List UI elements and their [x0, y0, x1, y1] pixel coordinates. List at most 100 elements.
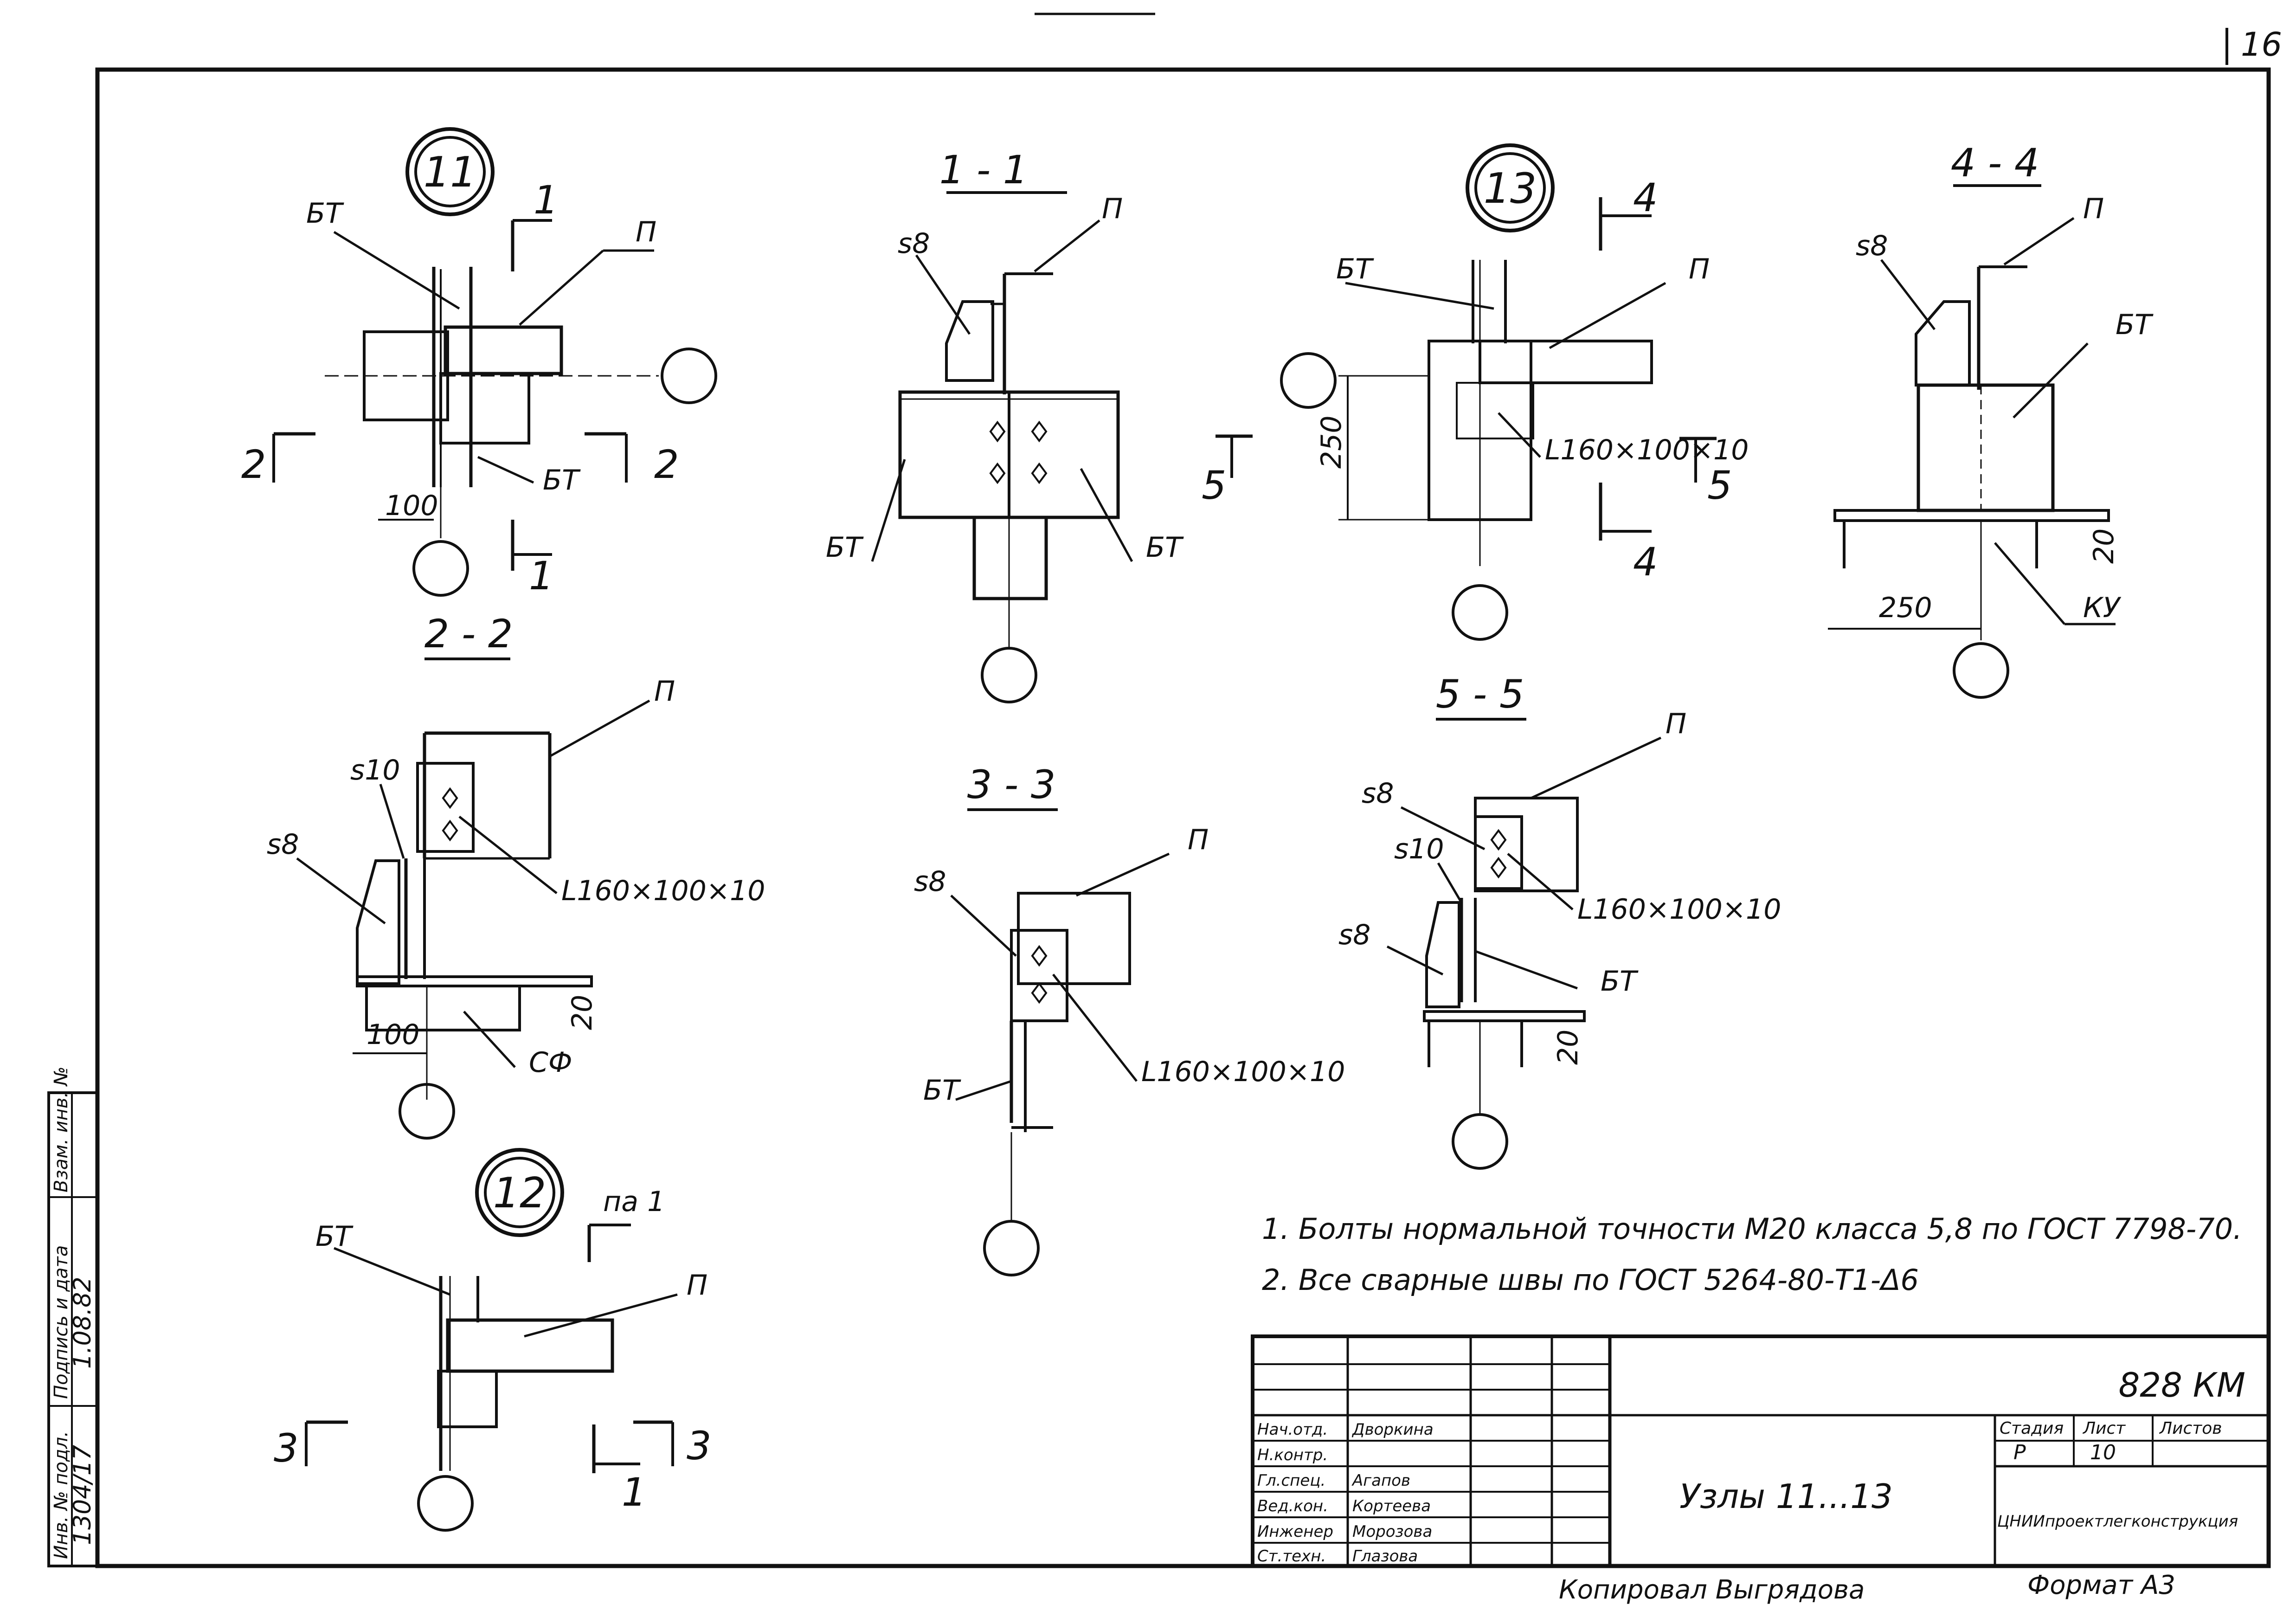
- section-1-1-title: 1 - 1: [939, 147, 1028, 193]
- s33-s8-label: s8: [914, 865, 946, 898]
- s33-angle-label: L160×100×10: [1141, 1056, 1345, 1088]
- s11-bt-left: БТ: [826, 531, 864, 564]
- section-3-3: 3 - 3 П s8 L160×100×10 БТ: [914, 762, 1345, 1276]
- tb-role-5: Ст.техн.: [1257, 1547, 1326, 1566]
- n12-mark-3-left: 3: [274, 1425, 298, 1471]
- n13-bt-label: БТ: [1336, 253, 1374, 285]
- tb-role-4: Инженер: [1257, 1522, 1333, 1541]
- format-label: Формат А3: [2027, 1570, 2175, 1600]
- section-4-4-title: 4 - 4: [1951, 140, 2039, 186]
- note-1: 1. Болты нормальной точности М20 класса …: [1262, 1212, 2242, 1246]
- tb-role-2: Гл.спец.: [1257, 1471, 1325, 1490]
- n12-p-label: П: [687, 1269, 707, 1302]
- side-stamp: Взам. инв. № Подпись и дата Инв. № подл.…: [47, 1066, 99, 1567]
- node-11-number: 11: [424, 148, 477, 197]
- s11-s8-label: s8: [898, 227, 930, 260]
- n13-mark-4-bottom: 4: [1633, 539, 1658, 585]
- copied-by: Копировал Выгрядова: [1559, 1575, 1865, 1605]
- s44-dim-20: 20: [2088, 528, 2120, 564]
- s55-dim-20: 20: [1552, 1030, 1584, 1065]
- s22-sf-label: СФ: [529, 1046, 572, 1079]
- s55-s10-label: s10: [1394, 833, 1444, 865]
- s55-s8-bottom-label: s8: [1338, 919, 1370, 951]
- n12-bt-label: БТ: [315, 1220, 354, 1253]
- s22-s8-label: s8: [267, 828, 299, 861]
- side-inv-label: Инв. № подл.: [51, 1431, 72, 1559]
- tb-role-3: Вед.кон.: [1257, 1497, 1328, 1515]
- n13-mark-5-left: 5: [1202, 463, 1226, 508]
- s55-s8-top-label: s8: [1362, 777, 1394, 810]
- n11-mark-2-left: 2: [241, 442, 266, 487]
- s44-ku-label: КУ: [2083, 592, 2122, 624]
- section-5-5-title: 5 - 5: [1436, 671, 1524, 717]
- node-13-number: 13: [1484, 164, 1537, 213]
- s11-p-label: П: [1102, 193, 1123, 225]
- s22-s10-label: s10: [350, 754, 400, 786]
- tb-title: Узлы 11...13: [1679, 1477, 1893, 1516]
- section-2-2-title: 2 - 2: [424, 611, 513, 657]
- tb-doc-code: 828 КМ: [2118, 1366, 2245, 1405]
- tb-name-2: Агапов: [1351, 1471, 1410, 1490]
- s55-p-label: П: [1666, 708, 1686, 740]
- side-inv-value: 1304/17: [69, 1445, 96, 1545]
- side-vzam-label: Взам. инв. №: [51, 1066, 72, 1192]
- side-sign-label: Подпись и дата: [51, 1245, 72, 1399]
- n13-dim-250: 250: [1315, 415, 1348, 469]
- node-12-number: 12: [493, 1169, 547, 1218]
- tb-sheets-header: Листов: [2159, 1419, 2222, 1438]
- s22-p-label: П: [654, 675, 675, 708]
- node-13-detail: 13 250 БТ П L160×100×10 4 4 5 5: [1202, 143, 1749, 641]
- tb-stage-header: Стадия: [2000, 1419, 2064, 1438]
- section-2-2: 2 - 2 100 20 П s10 s8 L160×100×10 СФ: [267, 611, 765, 1140]
- s22-dim-20: 20: [566, 995, 598, 1030]
- s11-bt-right: БТ: [1146, 531, 1184, 564]
- tb-role-1: Н.контр.: [1257, 1446, 1328, 1464]
- s55-angle-label: L160×100×10: [1577, 893, 1781, 926]
- section-4-4: 4 - 4 250 20 s8 П БТ КУ: [1828, 140, 2154, 699]
- tb-name-4: Морозова: [1352, 1522, 1432, 1541]
- sheet-corner-number: 16: [2241, 26, 2282, 64]
- n11-mark-1-bottom: 1: [529, 553, 553, 599]
- n13-angle-label: L160×100×10: [1545, 434, 1749, 466]
- s22-angle-label: L160×100×10: [561, 875, 765, 907]
- title-block: 828 КМ Узлы 11...13 Стадия Лист Листов Р…: [1251, 1334, 2270, 1568]
- frame-border: [95, 67, 2271, 1568]
- tb-name-3: Кортеева: [1352, 1497, 1431, 1515]
- s44-p-label: П: [2083, 193, 2104, 225]
- s33-p-label: П: [1188, 824, 1209, 856]
- general-notes: 1. Болты нормальной точности М20 класса …: [1262, 1212, 2242, 1297]
- node-11-detail: 11 БТ П БТ 100 1 1 2: [241, 127, 717, 599]
- s33-bt-label: БТ: [923, 1074, 961, 1107]
- tb-stage-value: Р: [2013, 1441, 2026, 1464]
- side-date-value: 1.08.82: [69, 1277, 96, 1369]
- n12-mark-1: 1: [622, 1469, 646, 1515]
- section-1-1: 1 - 1 s8 П БТ БТ: [826, 147, 1184, 703]
- tb-name-5: Глазова: [1352, 1547, 1418, 1566]
- section-5-5: 5 - 5 20 П s8 s10 s8 L160×100×10 БТ: [1338, 671, 1781, 1170]
- tb-name-0: Дворкина: [1351, 1420, 1434, 1439]
- n11-mark-1-top: 1: [534, 177, 558, 223]
- n11-dim-100: 100: [385, 490, 438, 522]
- n11-bt-bottom: БТ: [543, 464, 581, 496]
- n13-mark-5-right: 5: [1707, 463, 1732, 508]
- s22-dim-100: 100: [367, 1018, 420, 1051]
- n13-p-label: П: [1689, 253, 1710, 285]
- note-2: 2. Все сварные швы по ГОСТ 5264-80-Т1-Δ6: [1262, 1263, 1919, 1297]
- n11-bt-top: БТ: [306, 197, 344, 230]
- tb-sheet-header: Лист: [2082, 1419, 2126, 1438]
- n11-mark-2-right: 2: [654, 442, 679, 487]
- n12-pa1-label: па 1: [603, 1186, 665, 1218]
- s55-bt-label: БТ: [1601, 965, 1639, 998]
- tb-organization: ЦНИИпроектлегконструкция: [1997, 1512, 2238, 1531]
- s44-bt-label: БТ: [2116, 309, 2154, 341]
- tb-sheet-value: 10: [2090, 1441, 2116, 1464]
- n13-mark-4-top: 4: [1633, 175, 1658, 220]
- n12-mark-3-right: 3: [687, 1423, 711, 1469]
- s44-dim-250: 250: [1879, 592, 1932, 624]
- node-12-detail: 12 БТ П па 1 3 3 1: [274, 1148, 711, 1532]
- s44-s8-label: s8: [1856, 230, 1888, 262]
- tb-role-0: Нач.отд.: [1257, 1420, 1328, 1439]
- n11-p-label: П: [636, 216, 656, 248]
- section-3-3-title: 3 - 3: [967, 762, 1056, 807]
